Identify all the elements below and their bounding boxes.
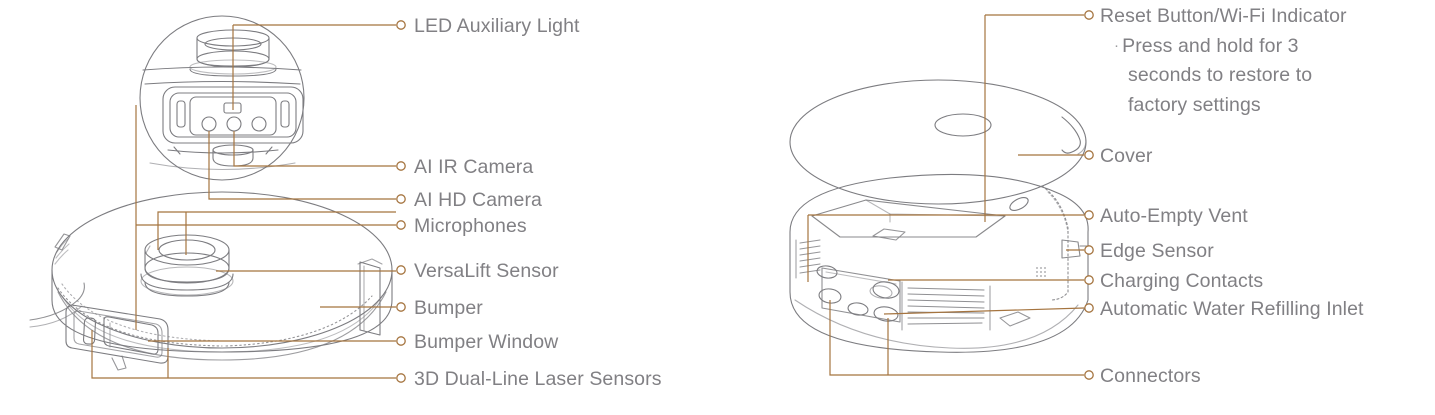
leader-laser-sensors-left	[91, 330, 396, 379]
leader-versalift-bracket-left	[157, 211, 396, 250]
marker-ai-hd-camera	[396, 194, 406, 204]
leader-automatic-water-refilling-inlet	[883, 307, 1085, 315]
marker-bumper-window	[396, 336, 406, 346]
reset-note-text-1: Press and hold for 3	[1122, 34, 1299, 57]
callout-label-ai-ir-camera: AI IR Camera	[414, 156, 534, 178]
reset-note-line-1: ·Press and hold for 3	[1114, 31, 1299, 61]
leader-ai-ir-camera	[233, 131, 396, 167]
marker-automatic-water-refilling-inlet	[1084, 303, 1094, 313]
callout-label-auto-empty-vent: Auto-Empty Vent	[1100, 205, 1248, 227]
callout-markers	[396, 10, 1094, 383]
left-leader-lines	[91, 24, 396, 379]
reset-note-line-2: seconds to restore to	[1128, 64, 1313, 86]
callout-label-microphones: Microphones	[414, 215, 527, 237]
marker-edge-sensor	[1084, 245, 1094, 255]
callout-label-bumper-window: Bumper Window	[414, 331, 559, 353]
water-inlet	[873, 306, 899, 322]
leader-ai-hd-camera	[208, 131, 396, 200]
callout-label-edge-sensor: Edge Sensor	[1100, 240, 1214, 262]
callout-label-connectors: Connectors	[1100, 365, 1201, 387]
callout-label-cover: Cover	[1100, 145, 1153, 167]
callout-label-bumper: Bumper	[414, 297, 483, 319]
callout-label-ai-hd-camera: AI HD Camera	[414, 189, 542, 211]
connector-left	[818, 288, 842, 304]
marker-ai-ir-camera	[396, 161, 406, 171]
callout-label-3d-dual-line-laser-sensors: 3D Dual-Line Laser Sensors	[414, 368, 662, 390]
right-robot-illustration	[789, 79, 1091, 353]
reset-note-bullet: ·	[1114, 37, 1120, 54]
callout-label-led-auxiliary-light: LED Auxiliary Light	[414, 15, 580, 37]
marker-auto-empty-vent	[1084, 210, 1094, 220]
marker-cover	[1084, 150, 1094, 160]
left-robot-illustration	[29, 15, 393, 371]
callout-label-automatic-water-refilling-inlet: Automatic Water Refilling Inlet	[1100, 298, 1364, 320]
cover-recess	[934, 113, 992, 137]
marker-versalift-sensor	[396, 265, 406, 275]
right-leader-lines	[807, 14, 1085, 376]
robot-cover	[789, 79, 1087, 205]
callout-label-versalift-sensor: VersaLift Sensor	[414, 260, 559, 282]
detail-circle-outline	[139, 15, 305, 181]
connector-mid	[847, 302, 869, 316]
leader-connectors-left	[829, 300, 1084, 376]
callout-label-reset-button-wifi-indicator: Reset Button/Wi-Fi Indicator	[1100, 5, 1347, 27]
marker-bumper	[396, 302, 406, 312]
marker-led-auxiliary-light	[396, 20, 406, 30]
callout-label-charging-contacts: Charging Contacts	[1100, 270, 1264, 292]
reset-note-line-3: factory settings	[1128, 94, 1261, 116]
marker-3d-dual-line-laser-sensors	[396, 373, 406, 383]
marker-connectors	[1084, 370, 1094, 380]
marker-microphones	[396, 220, 406, 230]
marker-charging-contacts	[1084, 275, 1094, 285]
marker-reset-button-wifi-indicator	[1084, 10, 1094, 20]
charging-contact-left	[816, 265, 838, 279]
